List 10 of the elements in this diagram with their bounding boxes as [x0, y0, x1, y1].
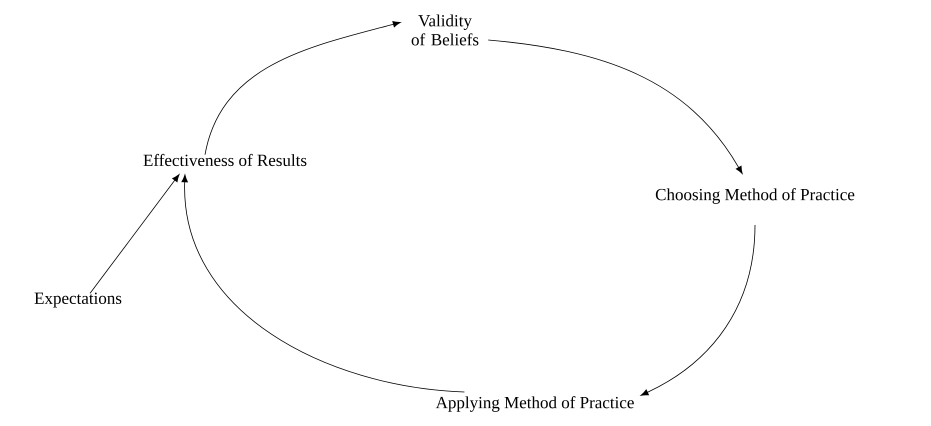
arrow: [640, 224, 756, 396]
text-label: Validity of Beliefs: [412, 14, 478, 46]
arrow: [204, 21, 401, 156]
text-label: Choosing Method of Practice: [656, 188, 854, 204]
text-label: Applying Method of Practice: [436, 396, 634, 412]
text-label: Effectiveness of Results: [144, 154, 306, 166]
arrow: [488, 40, 743, 174]
arrow: [90, 174, 180, 294]
arrow: [182, 174, 465, 392]
text-label: Expectations: [34, 292, 122, 308]
